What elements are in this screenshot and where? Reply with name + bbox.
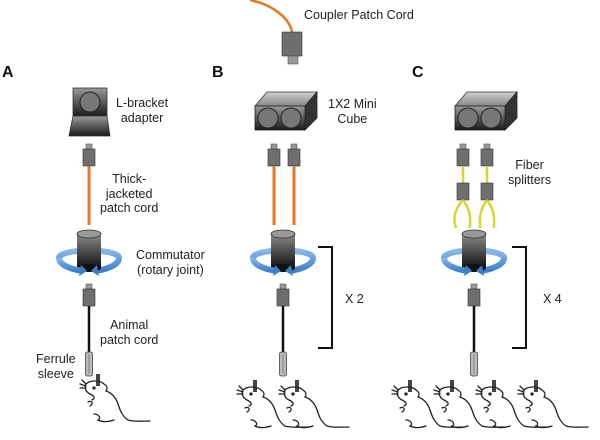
connector-a-bottom (82, 283, 96, 307)
commutator-b (253, 230, 313, 276)
commutator-label: Commutator (rotary joint) (136, 248, 205, 277)
commutator-a (59, 230, 119, 276)
coupler-label: Coupler Patch Cord (304, 8, 414, 22)
multiplier-b: X 2 (345, 292, 364, 306)
cube-label: 1X2 Mini Cube (328, 97, 377, 126)
multiplier-c: X 4 (543, 292, 562, 306)
cord-label: Thick- jacketed patch cord (100, 172, 159, 215)
coupler-connector (281, 31, 303, 65)
mouse-a (79, 373, 151, 423)
coupler-cord (249, 0, 294, 33)
bracket-b (318, 246, 333, 349)
connector-a-top (82, 143, 96, 167)
ferrule-label: Ferrule sleeve (36, 352, 76, 381)
panel-letter-c: C (412, 64, 424, 81)
l-bracket-adapter (68, 87, 111, 137)
bracket-c (512, 246, 527, 349)
panel-letter-a: A (2, 64, 14, 81)
commutator-c (444, 230, 504, 276)
splitter-label: Fiber splitters (508, 158, 552, 187)
ferrule-a (85, 351, 93, 377)
adapter-label: L-bracket adapter (116, 96, 169, 125)
animal-cord-label: Animal patch cord (100, 318, 159, 347)
mini-cube-b (254, 91, 318, 131)
mini-cube-c (454, 91, 518, 131)
panel-letter-b: B (212, 64, 224, 81)
